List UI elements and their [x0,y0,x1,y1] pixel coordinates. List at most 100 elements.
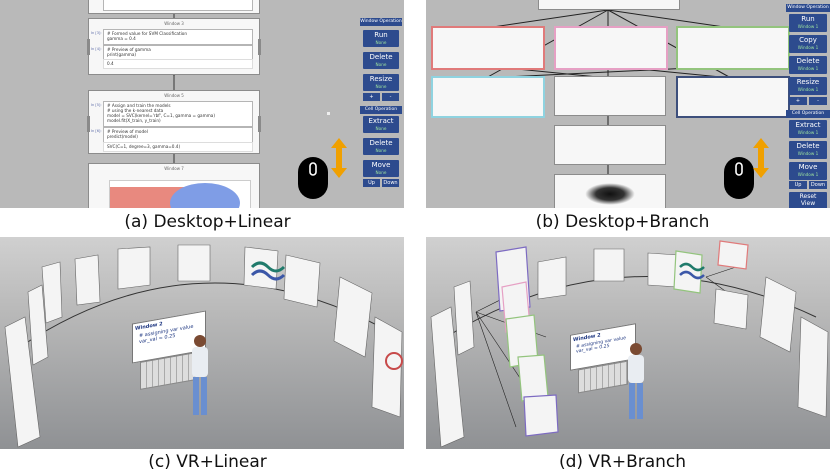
window-grip[interactable] [258,39,261,55]
move-up-button[interactable]: Up [789,181,807,189]
move-up-button[interactable]: Up [363,179,380,187]
delete-sub: Window 1 [797,66,819,71]
resize-minus-button[interactable]: - [809,97,827,105]
branch-window-navy[interactable] [676,76,790,118]
code-cell[interactable]: # Assign and train the models # using th… [103,101,253,127]
resize-plus-button[interactable]: + [363,93,380,101]
cell-comment: # using the k-nearest data [107,108,164,113]
view-label: View [800,200,816,207]
resize-plus-button[interactable]: + [789,97,807,105]
window-grip[interactable] [87,39,90,55]
window-title: Window 5 [164,93,184,98]
caption-b: (b) Desktop+Branch [535,212,710,232]
cell-code: gamma = 0.4 [107,36,136,41]
resize-label: Resize [796,78,820,86]
extract-sub: None [375,126,387,131]
branch-window-green[interactable] [676,26,790,70]
notebook-window[interactable] [538,0,680,10]
output-cell: SVC(C=1, degree=3, gamma=0.4) [103,142,253,152]
cell-operation-title: Cell Operation [360,106,402,114]
notebook-window[interactable]: Window 3 In [3]: # Formed value for SVM … [87,18,261,75]
person-avatar [628,343,644,419]
delete-cell-sub: Window 1 [797,151,819,156]
code-cell[interactable] [103,0,253,11]
panel-desktop-linear: Window 3 In [3]: # Formed value for SVM … [0,0,404,208]
caption-d: (d) VR+Branch [558,452,687,472]
window-title: Window 7 [164,166,184,171]
cell-tag: In [3]: [91,31,102,35]
run-label: Run [801,15,815,23]
branch-window-pink[interactable] [554,26,668,70]
delete-cell-label: Delete [369,139,393,147]
mouse-icon [298,157,328,199]
caption-c: (c) VR+Linear [148,452,267,472]
move-label: Move [798,163,818,171]
branch-window-red[interactable] [431,26,545,70]
plot-image [109,180,251,208]
delete-cell-label: Delete [796,142,820,150]
move-down-button[interactable]: Down [809,181,827,189]
window-grip[interactable] [87,116,90,132]
move-label: Move [371,161,391,169]
window-operation-title: Window Operation [786,4,830,12]
cell-code: print(gamma) [107,52,137,57]
notebook-window[interactable] [554,125,666,165]
delete-label: Delete [796,57,820,65]
caption-a: (a) Desktop+Linear [124,212,291,232]
delete-label: Delete [369,53,393,61]
code-cell[interactable]: # Formed value for SVM Classification ga… [103,29,253,45]
cell-code: predict(model) [107,134,138,139]
window-title: Window 3 [164,21,184,26]
window-operation-title: Window Operation [360,18,402,26]
mouse-icon [724,157,754,199]
run-label: Run [374,31,388,39]
cell-operation-title: Cell Operation [786,110,830,118]
move-sub: None [375,170,387,175]
branch-window-cyan[interactable] [431,76,545,118]
up-down-arrow-icon [331,138,347,178]
cell-comment: # Formed value for SVM Classification [107,31,187,36]
cell-code: model = SVC(kernel='rbf', C=1, gamma = g… [107,113,215,123]
copy-sub: Window 1 [797,45,819,50]
notebook-window[interactable]: Window 7 [88,163,260,208]
delete-cell-sub: None [375,148,387,153]
extract-label: Extract [368,117,394,125]
vr-linear-scene [4,244,403,448]
code-cell[interactable]: # Preview of model predict(model) [103,127,253,143]
cell-comment: # Assign and train the models [107,103,171,108]
resize-sub: Window 1 [797,87,819,92]
window-grip[interactable] [258,116,261,132]
notebook-window-partial[interactable] [88,0,260,14]
panel-vr-branch: Window 2 # assigning var value var_val =… [426,237,830,449]
plot-window[interactable] [554,174,666,208]
move-down-button[interactable]: Down [382,179,399,187]
copy-label: Copy [799,36,817,44]
branch-window[interactable] [554,76,666,116]
run-sub: Window 1 [797,24,819,29]
up-down-arrow-icon [753,138,769,178]
cell-tag: In [6]: [91,129,102,133]
vr-branch-scene [430,240,829,448]
cell-comment: # Preview of gamma [107,47,151,52]
resize-minus-button[interactable]: - [382,93,399,101]
notebook-window[interactable]: Window 5 In [5]: # Assign and train the … [87,90,261,154]
extract-label: Extract [795,121,821,129]
person-avatar [192,335,208,415]
delete-sub: None [375,62,387,67]
